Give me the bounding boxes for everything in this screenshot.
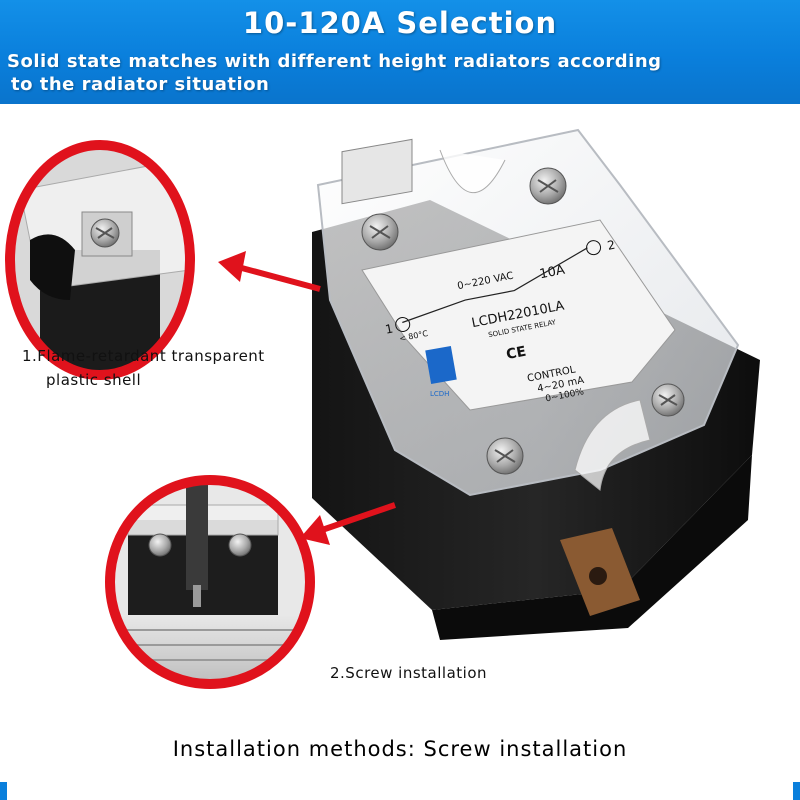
callout-1-image [5,140,195,380]
circuit-line [402,247,588,324]
cover-arch-top [439,149,506,193]
subtitle-line-2: to the radiator situation [11,74,270,95]
callout-1-line-1: 1.Flame-retardant transparent [22,347,265,365]
screw-icon [148,533,172,557]
cover-arch-bottom [574,399,651,491]
arrow-left-icon [300,515,330,545]
terminal-top-right [529,167,567,205]
terminal-bottom-right [651,383,685,417]
page-title: 10-120A Selection [242,6,558,40]
callout-1-caption: 1.Flame-retardant transparent plastic sh… [22,344,322,392]
radiator-closeup [120,615,300,684]
corner-accent-left [0,782,7,800]
callout-2-caption: 2.Screw installation [330,664,488,682]
relay-product: 0~220 VAC 10A < 80°C LCDH22010LA SOLID S… [312,128,760,640]
brand-logo: LCDH [425,346,457,398]
callout-1-arrow [218,251,321,292]
mounting-hole-icon [589,567,607,585]
corner-accent-right [793,782,800,800]
terminal-top-left [341,138,413,251]
terminal-bottom-left [486,437,524,475]
header-banner: 10-120A Selection Solid state matches wi… [0,0,800,104]
callout-1-ring [5,140,195,380]
callout-2-ring [105,475,315,689]
callout-2-image [105,475,315,689]
terminal-2-number: 2 [606,238,616,253]
callout-1-line-2: plastic shell [46,371,142,389]
ac-symbol-icon [395,316,411,332]
ce-mark: CE [505,344,528,363]
cable-icon [30,234,75,300]
label-current: 10A [538,263,566,283]
page-subtitle: Solid state matches with different heigh… [7,50,797,96]
brand-text: LCDH [430,390,449,398]
ac-symbol-icon [586,240,602,256]
arrow-left-icon [218,251,246,282]
screw-icon [228,533,252,557]
screwdriver-icon [186,480,208,590]
subtitle-line-1: Solid state matches with different heigh… [7,51,662,72]
terminal-1-number: 1 [384,322,394,337]
callout-2-arrow [300,502,396,545]
installation-methods-text: Installation methods: Screw installation [172,737,628,761]
